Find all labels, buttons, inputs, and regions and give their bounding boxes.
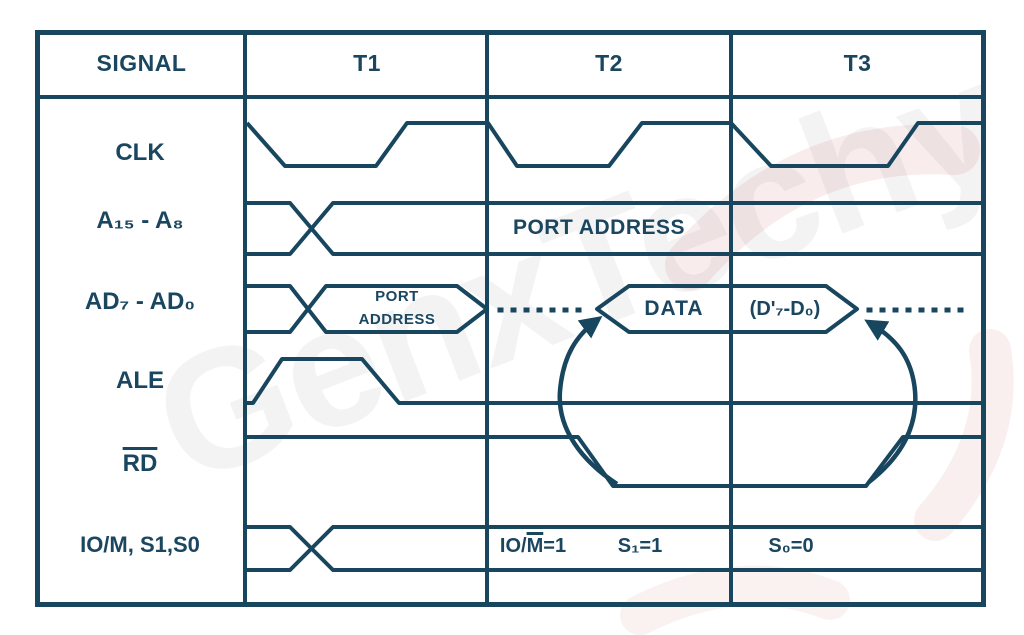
iom-equals-1-label: IO/M=1 xyxy=(499,535,567,557)
signal-label-clk: CLK xyxy=(115,139,165,166)
header-t3: T3 xyxy=(843,49,872,76)
hexagon-text-line2: ADDRESS xyxy=(358,311,436,329)
signal-label-rd: RD xyxy=(35,450,245,478)
header-t1: T1 xyxy=(353,49,381,76)
column-divider-t1-t2 xyxy=(485,30,489,607)
header-signal: SIGNAL xyxy=(96,49,187,76)
signal-label-ale: ALE xyxy=(116,367,164,394)
ad-bus-port-address-hexagon-text: PORT ADDRESS xyxy=(327,285,467,332)
signal-label-ad7-ad0: AD₇ - AD₀ xyxy=(84,288,196,315)
a-bus-port-address-text: PORT ADDRESS xyxy=(512,216,686,239)
s1-equals-1-label: S₁=1 xyxy=(617,535,663,557)
table-outer-border xyxy=(35,30,986,607)
data-range-label: (D'₇-D₀) xyxy=(749,298,821,320)
header-row-divider xyxy=(35,95,986,99)
signal-label-iom-s1-s0: IO/M, S1,S0 xyxy=(80,532,200,557)
column-divider-signal-t1 xyxy=(243,30,247,607)
signal-label-a15-a8: A₁₅ - A₈ xyxy=(96,207,184,234)
data-hexagon-label: DATA xyxy=(644,297,704,320)
hexagon-text-line1: PORT xyxy=(375,288,419,305)
s0-equals-0-label: S₀=0 xyxy=(768,535,814,557)
rd-overline-text: RD xyxy=(122,450,158,477)
header-t2: T2 xyxy=(595,49,623,76)
